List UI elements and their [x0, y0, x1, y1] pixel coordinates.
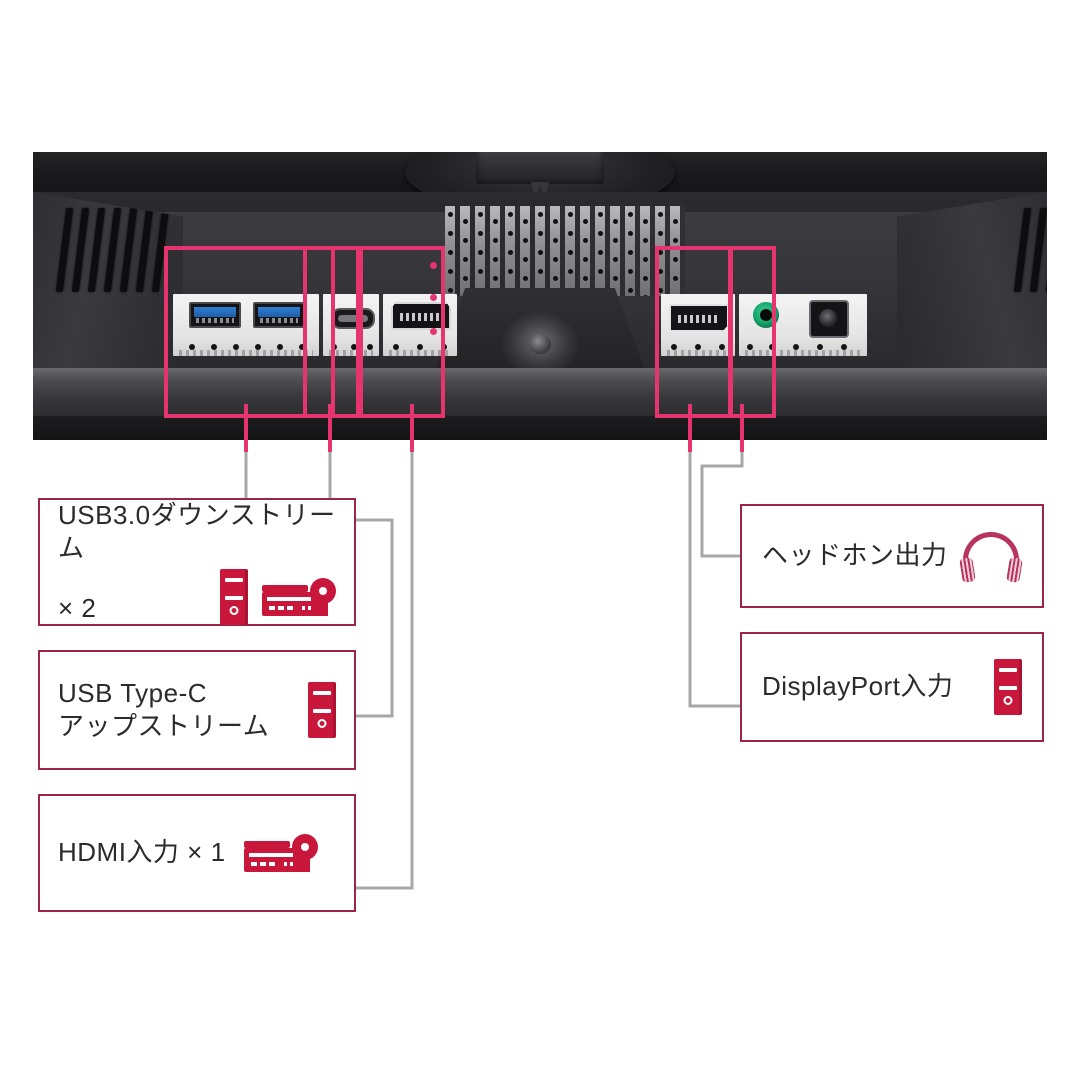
pc-tower-icon [308, 682, 336, 738]
callout-icons [220, 569, 336, 626]
callout-usb-type-c-upstream[interactable]: USB Type-C アップストリーム [38, 650, 356, 770]
stand-neck [476, 152, 604, 184]
callout-label-line1: DisplayPort入力 [762, 671, 954, 702]
callout-icons [243, 832, 318, 874]
callout-usb3-downstream[interactable]: USB3.0ダウンストリーム × 2 [38, 498, 356, 626]
disc-player-icon [262, 576, 336, 618]
screw-dot [277, 344, 283, 350]
bay-floor [33, 368, 1047, 420]
highlight-marker-dot [430, 294, 437, 301]
displayport-port-icon [669, 304, 729, 332]
port-plate-usb-a [173, 294, 319, 356]
port-label-strip [667, 350, 729, 356]
port-plate-displayport [661, 294, 735, 356]
screw-dot [417, 344, 423, 350]
screw-dot [189, 344, 195, 350]
usb-a-port-icon [189, 302, 241, 328]
heatsink-grille [445, 206, 685, 296]
callout-hdmi-input[interactable]: HDMI入力 × 1 [38, 794, 356, 912]
screw-dot [233, 344, 239, 350]
usb-a-port-icon [253, 302, 305, 328]
headphones-icon [959, 530, 1023, 583]
highlight-usb3-downstream [164, 246, 335, 418]
swivel-screw [529, 334, 551, 354]
monitor-rear-photo [33, 152, 1047, 440]
callout-label-line1: USB Type-C [58, 677, 208, 708]
screw-dot [671, 344, 677, 350]
callout-label-line1: USB3.0ダウンストリーム [58, 499, 336, 563]
callout-label-line1: ヘッドホン出力 [762, 540, 948, 571]
callout-label-line2: × 2 [58, 593, 97, 623]
callout-label-line2: アップストリーム [58, 711, 270, 741]
callout-label-line1: HDMI入力 × 1 [58, 837, 226, 868]
highlight-marker-dot [430, 328, 437, 335]
port-label-strip [179, 350, 313, 356]
screw-dot [367, 344, 373, 350]
highlight-hdmi [356, 246, 445, 418]
screw-dot [841, 344, 847, 350]
pc-tower-icon [994, 659, 1022, 715]
screw-dot [719, 344, 725, 350]
screw-dot [299, 344, 305, 350]
highlight-usb-type-c [303, 246, 363, 418]
highlight-marker-dot [430, 262, 437, 269]
dc-power-jack-icon [809, 300, 849, 338]
screw-dot [695, 344, 701, 350]
callout-displayport-input[interactable]: DisplayPort入力 [740, 632, 1044, 742]
callout-icons [994, 659, 1022, 715]
bay-left-wall [33, 192, 183, 368]
screw-dot [211, 344, 217, 350]
callout-icons [959, 530, 1023, 583]
callout-headphone-output[interactable]: ヘッドホン出力 [740, 504, 1044, 608]
port-plate-audio-power [739, 294, 867, 356]
disc-player-icon [243, 832, 318, 874]
screw-dot [817, 344, 823, 350]
screw-dot [747, 344, 753, 350]
port-label-strip [745, 350, 861, 356]
screw-dot [793, 344, 799, 350]
pc-tower-icon [220, 569, 248, 626]
callout-icons [308, 682, 336, 738]
monitor-bottom-lip [33, 416, 1047, 440]
screw-dot [255, 344, 261, 350]
screw-dot [393, 344, 399, 350]
port-bay [33, 192, 1047, 440]
highlight-displayport [655, 246, 733, 418]
bay-right-wall [897, 192, 1047, 368]
screw-dot [351, 344, 357, 350]
port-label-strip [329, 350, 373, 356]
port-label-strip [389, 350, 451, 356]
highlight-headphone [728, 246, 776, 418]
